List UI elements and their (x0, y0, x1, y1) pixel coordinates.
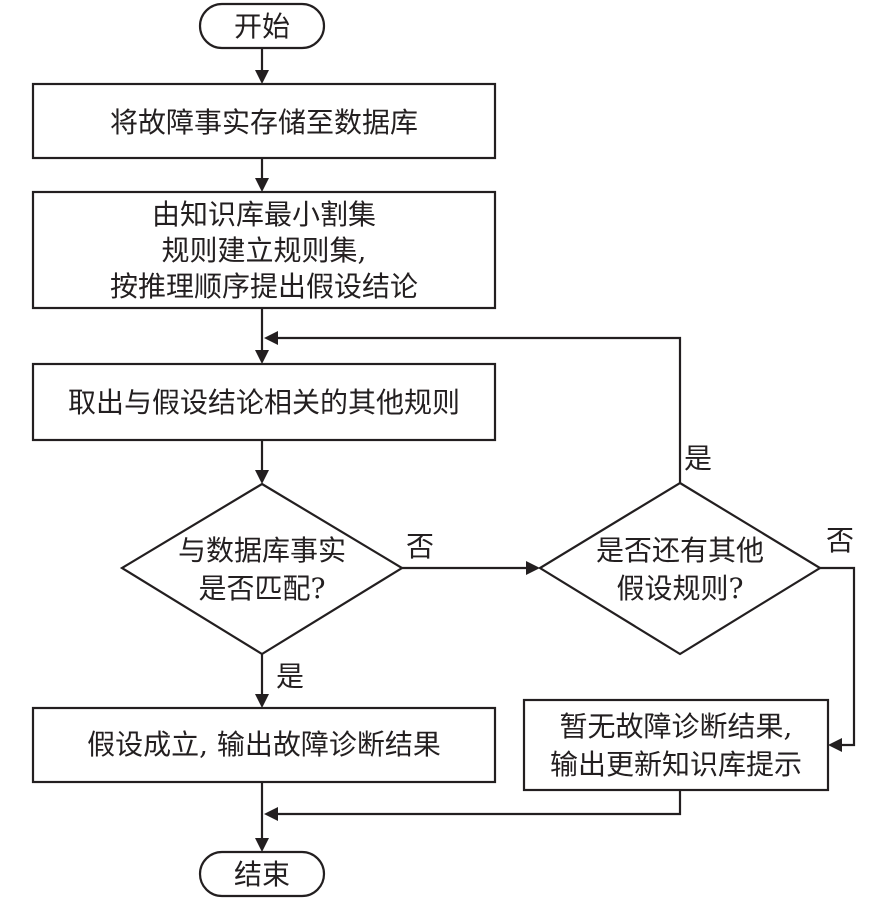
hypothesis-true-box (31, 706, 497, 784)
build-rules-line-1: 由知识库最小割集 (152, 198, 376, 231)
end-label: 结束 (234, 858, 290, 891)
take-rules-label: 取出与假设结论相关的其他规则 (68, 386, 460, 419)
match-decision-line-2: 是否匹配? (198, 572, 325, 605)
end-terminal (198, 850, 326, 898)
other-hypothesis-line-2: 假设规则? (616, 572, 743, 605)
start-label: 开始 (234, 10, 290, 43)
build-rules-line-2: 规则建立规则集, (162, 234, 367, 267)
no-result-line-1: 暂无故障诊断结果, (560, 710, 793, 743)
store-facts-label: 将故障事实存储至数据库 (110, 106, 418, 139)
build-rules-line-3: 按推理顺序提出假设结论 (110, 270, 418, 303)
arrowhead (255, 178, 269, 192)
arrowhead (526, 561, 540, 575)
arrowhead (255, 838, 269, 852)
arrowhead (255, 470, 269, 484)
edge-loop-yes (276, 336, 682, 483)
arrowhead (264, 807, 278, 821)
label-no-other: 否 (826, 524, 854, 557)
arrowhead (828, 738, 842, 752)
match-decision (119, 482, 405, 656)
build-rules-box (31, 190, 497, 310)
take-rules-box (31, 362, 497, 442)
arrowhead (255, 694, 269, 708)
edge-noresult-merge (276, 790, 682, 816)
arrowhead (255, 70, 269, 84)
hypothesis-true-label: 假设成立, 输出故障诊断结果 (87, 728, 441, 761)
label-yes-match: 是 (276, 660, 304, 693)
label-yes-loop: 是 (684, 442, 712, 475)
other-hypothesis-decision (537, 481, 823, 656)
no-result-line-2: 输出更新知识库提示 (550, 748, 802, 781)
other-hypothesis-line-1: 是否还有其他 (596, 534, 764, 567)
label-no-match: 否 (406, 530, 434, 563)
store-facts-box (31, 82, 497, 160)
edge-other-no (820, 566, 856, 747)
no-result-box (522, 698, 830, 792)
arrowhead (264, 331, 278, 345)
arrowhead (255, 350, 269, 364)
start-terminal (198, 2, 326, 50)
match-decision-line-1: 与数据库事实 (178, 534, 346, 567)
